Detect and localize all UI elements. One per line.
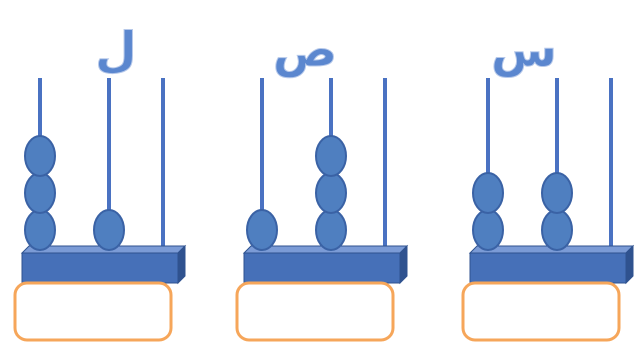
abacus-3-rod-1-bead-2 — [473, 173, 503, 213]
abacus-3-label: س — [491, 22, 557, 78]
abacus-3: س — [463, 22, 633, 340]
abacus-2-rod-1-bead-1 — [247, 210, 277, 250]
abacus-2-rod-2-bead-3 — [316, 136, 346, 176]
abacus-1-rod-2-bead-1 — [94, 210, 124, 250]
abacus-2-rod-2-bead-2 — [316, 173, 346, 213]
abacus-2-base-side — [400, 246, 407, 283]
abacus-1-label: ل — [95, 22, 137, 78]
abacus-2: ص — [237, 22, 407, 340]
abacus-2-base — [244, 253, 400, 283]
abacus-1-rod-1-bead-3 — [25, 136, 55, 176]
abacus-3-base — [470, 253, 626, 283]
abacus-3-rod-2-bead-2 — [542, 173, 572, 213]
abacus-2-answer-box[interactable] — [237, 283, 393, 340]
abacus-2-rod-2-bead-1 — [316, 210, 346, 250]
abacus-1-answer-box[interactable] — [15, 283, 171, 340]
abacus-3-rod-1-bead-1 — [473, 210, 503, 250]
abacus-3-base-side — [626, 246, 633, 283]
abacus-1: ل — [15, 22, 185, 340]
abacus-1-base — [22, 253, 178, 283]
abacus-3-answer-box[interactable] — [463, 283, 619, 340]
abacus-1-base-side — [178, 246, 185, 283]
abacus-1-rod-1-bead-1 — [25, 210, 55, 250]
abacus-2-label: ص — [273, 22, 338, 78]
abacus-1-rod-1-bead-2 — [25, 173, 55, 213]
abacus-3-rod-2-bead-1 — [542, 210, 572, 250]
